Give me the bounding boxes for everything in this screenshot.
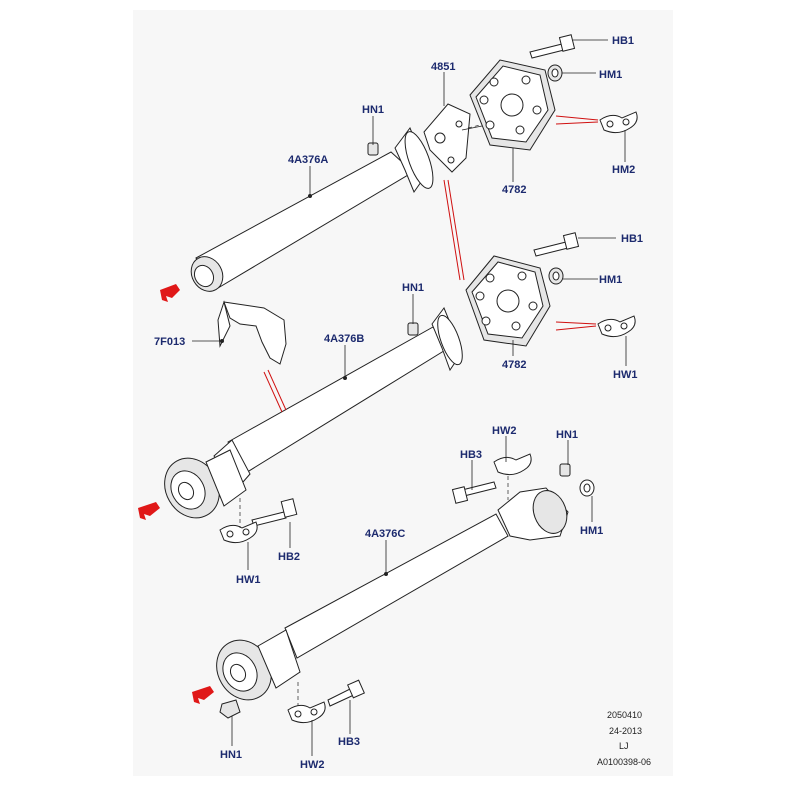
washer-hw1-lower (219, 521, 258, 544)
bracket-7f013 (217, 300, 287, 365)
reference-code-block: 2050410 24-2013 LJ A0100398-06 (597, 710, 651, 767)
label-hw1-lower: HW1 (236, 574, 260, 586)
nut-hm1-top (547, 64, 563, 82)
reference-line-3: LJ (619, 741, 629, 751)
bolt-hb2 (251, 498, 298, 527)
flange-4851 (423, 103, 501, 173)
label-4a376a: 4A376A (288, 154, 328, 166)
label-hw2-bottom: HW2 (300, 759, 324, 771)
label-4a376c: 4A376C (365, 528, 405, 540)
flexible-coupling-top (469, 59, 556, 151)
label-hn1-middle: HN1 (402, 282, 424, 294)
label-hm1-right: HM1 (580, 525, 603, 537)
washer-hm1-right (579, 479, 595, 497)
label-4782-top: 4782 (502, 184, 526, 196)
bolt-hb3-bottom (327, 679, 365, 707)
washer-hw1-middle (597, 315, 636, 338)
flexible-coupling-middle (465, 255, 551, 347)
washer-hw2-bottom (287, 701, 326, 724)
leader-lines (192, 39, 627, 756)
label-hm1-top: HM1 (599, 69, 622, 81)
label-hb2: HB2 (278, 551, 300, 563)
label-hw1-middle: HW1 (613, 369, 637, 381)
label-hw2-right: HW2 (492, 425, 516, 437)
nut-hm1-middle (548, 267, 564, 285)
reference-line-2: 24-2013 (609, 726, 642, 736)
label-hn1-top: HN1 (362, 104, 384, 116)
label-4a376b: 4A376B (324, 333, 364, 345)
propeller-shaft-b (164, 306, 463, 519)
nut-hn1-middle (407, 322, 419, 336)
label-hb3-right: HB3 (460, 449, 482, 461)
reference-line-1: 2050410 (607, 710, 642, 720)
assembly-guide-lines (239, 115, 599, 706)
forward-arrow-bottom (192, 686, 214, 704)
label-4851: 4851 (431, 61, 455, 73)
label-hb1-middle: HB1 (621, 233, 643, 245)
bolt-hb1-top (529, 34, 576, 59)
reference-line-4: A0100398-06 (597, 757, 651, 767)
bolt-hb3-right (451, 481, 497, 504)
label-hb1-top: HB1 (612, 35, 634, 47)
label-hm2: HM2 (612, 164, 635, 176)
forward-arrow-top (160, 284, 180, 302)
label-hn1-right: HN1 (556, 429, 578, 441)
nut-hn1-bottom (219, 699, 241, 719)
bolt-hb1-middle (533, 232, 580, 257)
label-hn1-bottom: HN1 (220, 749, 242, 761)
label-hm1-middle: HM1 (599, 274, 622, 286)
propeller-shaft-c (216, 487, 569, 701)
label-hb3-bottom: HB3 (338, 736, 360, 748)
washer-hm2 (599, 111, 638, 134)
label-7f013: 7F013 (154, 336, 185, 348)
forward-arrow-middle (138, 502, 160, 520)
washer-hw2-right (493, 453, 532, 476)
propeller-shaft-a (190, 126, 434, 292)
nut-hn1-right (559, 463, 571, 477)
label-4782-middle: 4782 (502, 359, 526, 371)
